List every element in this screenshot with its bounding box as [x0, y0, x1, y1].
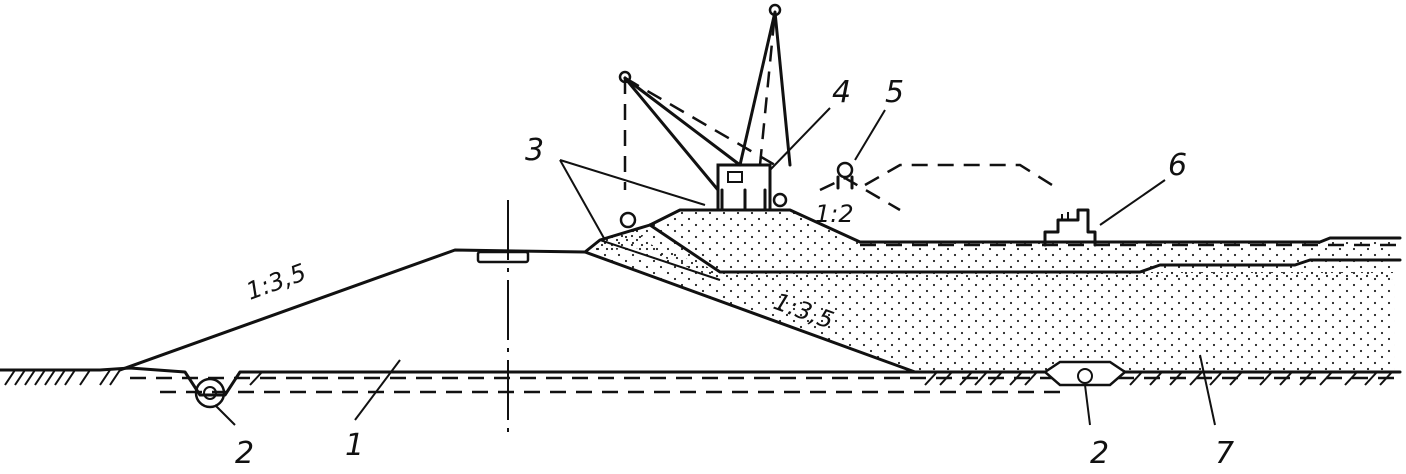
ground-hatching [4, 369, 1393, 386]
leader-3b [559, 159, 706, 206]
fill-inner-layer [648, 223, 1402, 274]
slope-label-upper: 1:2 [815, 200, 854, 228]
label-5: 5 [885, 75, 904, 110]
fill-slope-lower [583, 250, 917, 374]
dam-outline [118, 248, 587, 372]
dredge-vessel [1043, 208, 1097, 247]
crane [618, 3, 792, 229]
slope-label-dam: 1:3,5 [242, 258, 309, 305]
leader-6 [1099, 179, 1166, 226]
fill-strip-lower [599, 239, 721, 281]
label-2-left: 2 [235, 436, 254, 471]
label-2-right: 2 [1090, 436, 1109, 471]
pipe-head [819, 161, 1061, 212]
drain-right [1042, 360, 1128, 387]
dredged-fill-body [585, 210, 1395, 372]
label-3: 3 [525, 133, 544, 168]
leader-5 [854, 109, 886, 161]
leader-1 [354, 359, 401, 421]
label-7: 7 [1215, 436, 1234, 471]
leader-7 [1199, 354, 1216, 426]
label-1: 1 [345, 428, 364, 463]
leader-4 [769, 107, 831, 171]
initial-fill-strip [585, 225, 1395, 280]
label-6: 6 [1168, 148, 1187, 183]
drain-left [194, 377, 226, 409]
leader-3a [559, 159, 606, 241]
leader-2a [214, 404, 236, 426]
fill-top-outline [583, 208, 1402, 254]
label-4: 4 [832, 75, 851, 110]
leader-2b [1084, 384, 1091, 426]
crest-mark [476, 250, 530, 264]
